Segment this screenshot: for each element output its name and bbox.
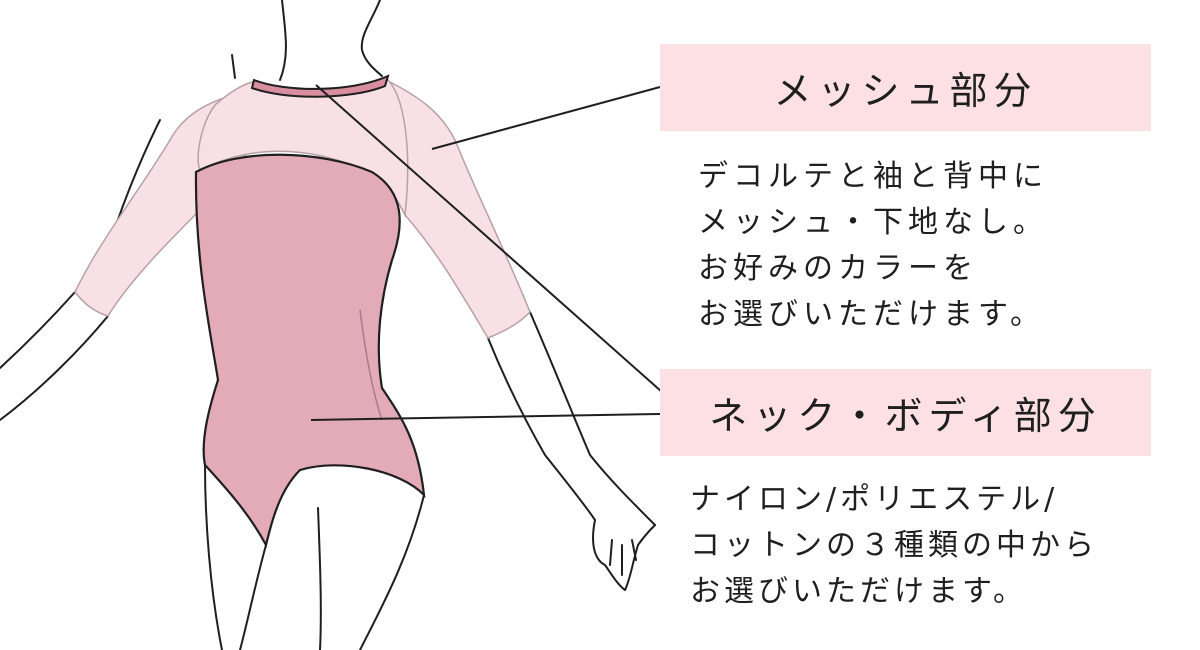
body-description-line: コットンの３種類の中から [690,528,1098,563]
left-arm-outline [0,291,76,369]
mesh-part-description: デコルテと袖と背中に メッシュ・下地なし。 お好みのカラーを お選びいただけます… [698,154,1048,338]
mesh-sleeve-right [389,80,531,339]
right-leg-inner [317,507,322,650]
neck-outline-left [279,0,287,81]
neck-body-part-label: ネック・ボディ部分 [660,369,1151,456]
body-seam [359,309,383,421]
hand-fingers [609,539,637,576]
neck-leader-line [315,84,663,393]
left-leg-inner [239,544,267,650]
neck-outline-right [360,0,383,77]
collarbone-mark [231,54,236,79]
mesh-part-label: メッシュ部分 [660,44,1151,131]
body-description-line: お選びいただけます。 [690,574,1027,609]
mesh-part-label-text: メッシュ部分 [773,69,1038,113]
right-leg-outline [359,494,425,650]
mesh-description-line: お選びいただけます。 [698,297,1045,332]
right-forearm-inner [487,337,596,521]
body-leader-line [310,413,661,421]
mesh-description-line: お好みのカラーを [698,251,978,286]
right-hand [592,519,656,591]
body-description-line: ナイロン/ポリエステル/ [690,482,1059,517]
mesh-description-line: デコルテと袖と背中に [698,159,1048,194]
mesh-description-line: メッシュ・下地なし。 [698,205,1048,240]
neckband [250,74,390,98]
left-leg-outline [204,464,223,650]
neck-body-part-label-text: ネック・ボディ部分 [709,394,1102,438]
mesh-leader-line [431,86,661,150]
right-forearm-outer [529,311,656,526]
left-arm-outline-lower [0,315,109,421]
neck-body-part-description: ナイロン/ポリエステル/ コットンの３種類の中から お選びいただけます。 [690,477,1098,615]
body-panel [194,153,426,549]
